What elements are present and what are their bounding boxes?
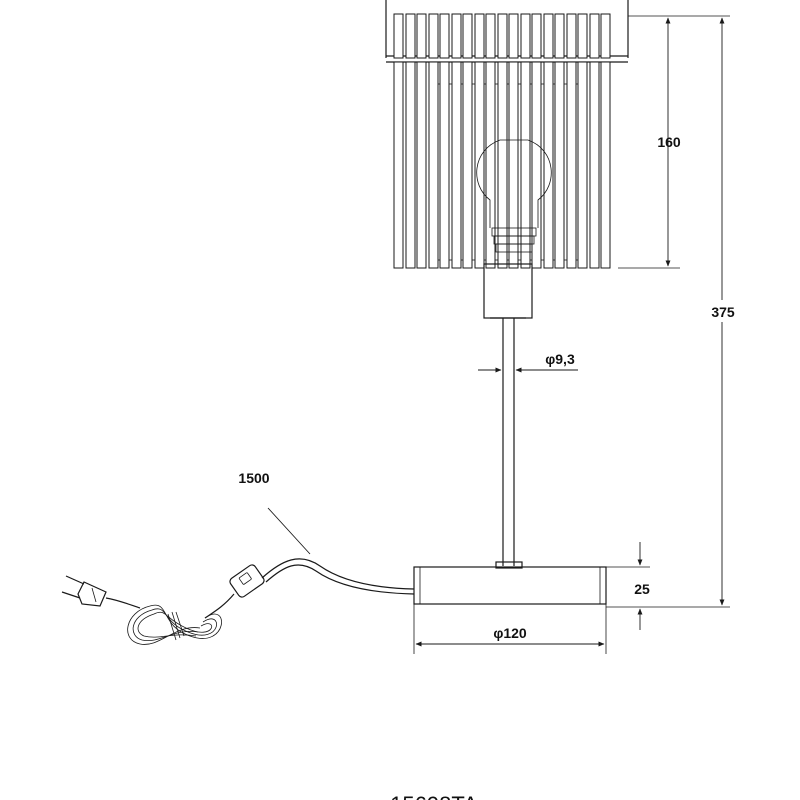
dimension-stem-diameter: φ9,3 (478, 351, 578, 373)
coiled-cable-icon (105, 597, 222, 645)
shade-slat (428, 61, 439, 269)
stem-diameter-label: φ9,3 (545, 351, 575, 367)
shade-slat (566, 61, 577, 269)
shade-slat-top (566, 13, 577, 59)
shade-slat (520, 61, 531, 269)
dimension-base-diameter: φ120 (413, 604, 607, 654)
dimension-cable-length: 1500 (238, 470, 311, 555)
shade-slat (485, 61, 496, 269)
dimension-shade-height: 160 (618, 15, 681, 269)
power-cable (61, 558, 415, 645)
shade-slat (508, 61, 519, 269)
shade-slat (589, 61, 600, 269)
model-code: 15698TA (390, 792, 478, 800)
lamp-stem (495, 318, 523, 569)
shade-slat (554, 61, 565, 269)
dimension-total-height: 375 (606, 15, 740, 608)
bulb-socket (483, 263, 533, 319)
shade-slat (393, 61, 404, 269)
shade-slat-top (543, 13, 554, 59)
shade-slat-top (405, 13, 416, 59)
shade-slat (439, 61, 450, 269)
shade-slat-top (531, 13, 542, 59)
shade-slat-top (474, 13, 485, 59)
shade-slat-top (439, 13, 450, 59)
shade-slat (531, 61, 542, 269)
cable-length-label: 1500 (238, 470, 269, 486)
shade-slat (451, 61, 462, 269)
shade-slat-top (428, 13, 439, 59)
shade-slat (416, 61, 427, 269)
total-height-label: 375 (711, 304, 735, 320)
shade-slat-top (462, 13, 473, 59)
euro-plug-icon (61, 575, 107, 607)
shade-slat-top (520, 13, 531, 59)
shade-slats-main (393, 61, 611, 269)
shade-slat (577, 61, 588, 269)
shade-slat-top (451, 13, 462, 59)
shade-slat-top (497, 13, 508, 59)
dimension-base-height: 25 (606, 542, 650, 630)
shade-slat-top (416, 13, 427, 59)
base-height-label: 25 (634, 581, 650, 597)
shade-height-label: 160 (657, 134, 681, 150)
shade-slat (600, 61, 611, 269)
base-diameter-label: φ120 (493, 625, 527, 641)
shade-slat-top (600, 13, 611, 59)
light-bulb (476, 139, 552, 253)
shade-slat (474, 61, 485, 269)
shade-slat (405, 61, 416, 269)
shade-slat-top (577, 13, 588, 59)
shade-slat-top (508, 13, 519, 59)
shade-slats-top (393, 13, 611, 59)
shade-slat (543, 61, 554, 269)
shade-slat-top (485, 13, 496, 59)
lamp-shade (385, 0, 629, 269)
shade-slat-top (589, 13, 600, 59)
shade-slat-top (554, 13, 565, 59)
shade-slat (462, 61, 473, 269)
shade-slat (497, 61, 508, 269)
inline-switch-icon (229, 564, 265, 598)
shade-slat-top (393, 13, 404, 59)
lamp-base (413, 566, 607, 605)
